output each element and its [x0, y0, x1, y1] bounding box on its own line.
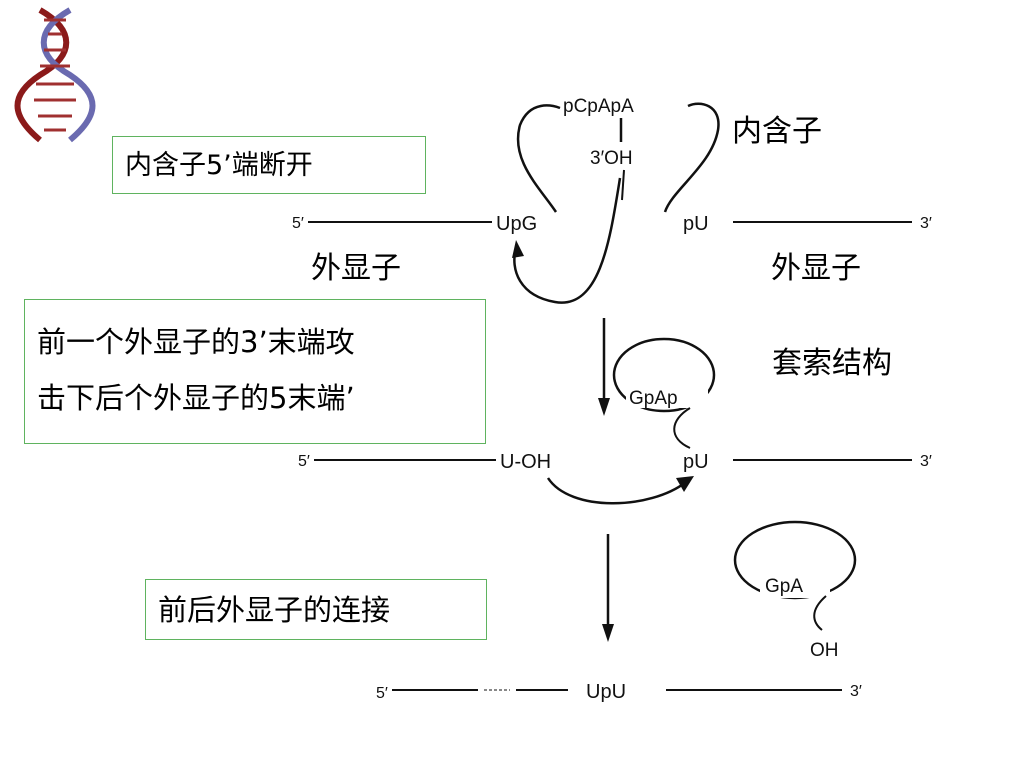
upu-label: UpU: [586, 681, 626, 703]
label-lariat: 套索结构: [772, 346, 892, 381]
dna-helix-icon: [14, 7, 96, 143]
step3-product: GpA OH 5′ UpU 3′: [376, 520, 862, 703]
down-arrow-2: [602, 534, 614, 642]
oh-tail: [813, 595, 827, 631]
label-exon-right: 外显子: [771, 251, 861, 286]
five-prime-label-3: 5′: [376, 685, 388, 702]
upg-label: UpG: [496, 213, 537, 235]
three-prime-label-3: 3′: [850, 683, 862, 700]
five-prime-label-2: 5′: [298, 453, 310, 470]
attack-arrowhead-1: [512, 240, 524, 258]
caption-attack-line2: 击下后个外显子的5末端’: [37, 381, 355, 415]
step1-premrna: 5′ UpG pU 3′ pCpApA 3′OH: [292, 96, 932, 304]
intron-loop-right: [663, 102, 720, 213]
oh-3prime-label: 3′OH: [590, 148, 633, 169]
oh-down-line: [621, 169, 625, 201]
lariat-tail: [673, 407, 691, 449]
pu-label-2: pU: [683, 451, 709, 473]
three-prime-label-1: 3′: [920, 215, 932, 232]
label-exon-left: 外显子: [311, 251, 401, 286]
caption-ligation: 前后外显子的连接: [145, 579, 487, 640]
caption-attack-line1: 前一个外显子的3’末端攻: [37, 325, 355, 359]
step2-lariat: GpAp 5′ U-OH pU 3′: [298, 337, 932, 505]
attack-arrow-2: [546, 477, 687, 505]
lariat-loop: [612, 337, 716, 413]
caption-intron-5-cleave: 内含子5’端断开: [112, 136, 426, 194]
down-arrow-1: [598, 318, 610, 416]
caption-intron-5-cleave-text: 内含子5’端断开: [125, 150, 313, 181]
u-oh-label: U-OH: [500, 451, 551, 473]
pu-label-1: pU: [683, 213, 709, 235]
attack-arrow-1: [513, 177, 622, 304]
label-intron: 内含子: [732, 114, 822, 149]
attack-arrowhead-2: [676, 476, 694, 492]
intron-loop-left: [516, 104, 561, 213]
caption-exon-attack: 前一个外显子的3’末端攻 击下后个外显子的5末端’: [24, 299, 486, 444]
caption-ligation-text: 前后外显子的连接: [158, 593, 391, 627]
three-prime-label-2: 3′: [920, 453, 932, 470]
gpa-label: GpA: [765, 576, 803, 597]
intron-seq-label: pCpApA: [563, 96, 634, 117]
five-prime-label-1: 5′: [292, 215, 304, 232]
oh-label: OH: [810, 640, 839, 661]
gpap-label: GpAp: [629, 388, 678, 409]
